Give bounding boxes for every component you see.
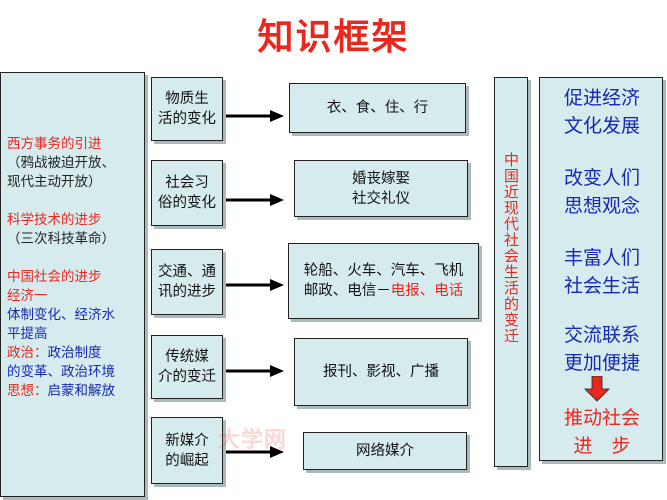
cause-line: 经济一 — [7, 288, 48, 304]
causes-panel: 西方事务的引进 （鸦战被迫开放、 现代主动开放） 科学技术的进步 （三次科技革命… — [0, 72, 145, 497]
cause-line: 体制变化、经济水 — [7, 307, 115, 323]
cause-line: （鸦战被迫开放、 — [7, 155, 115, 171]
cause-line: 西方事务的引进 — [7, 136, 102, 152]
right-arrow-icon — [226, 194, 284, 206]
cause-line: 政治：政治制度 — [7, 345, 102, 361]
right-arrow-icon — [226, 110, 284, 122]
category-transport-communication: 交通、通讯的进步 — [151, 249, 223, 315]
category-social-customs: 社会习俗的变化 — [151, 160, 223, 226]
category-traditional-media: 传统媒介的变迁 — [151, 335, 223, 399]
cause-line: 的变革、政治环境 — [7, 364, 115, 380]
down-arrow-icon — [584, 376, 610, 402]
watermark: 大学网 — [218, 428, 288, 453]
detail-new-media: 网络媒介 — [303, 432, 467, 470]
cause-line: （三次科技革命） — [7, 231, 115, 247]
right-arrow-icon — [226, 446, 284, 458]
effect-item: 促进经济文化发展 — [563, 87, 640, 137]
right-arrow-icon — [226, 279, 284, 291]
effect-item: 交流联系更加便捷 — [563, 324, 640, 374]
effect-item: 丰富人们社会生活 — [563, 247, 640, 297]
detail-material-life: 衣、食、住、行 — [289, 83, 466, 133]
detail-traditional-media: 报刊、影视、广播 — [294, 338, 468, 406]
detail-social-customs: 婚丧嫁娶 社交礼仪 — [294, 160, 468, 217]
effect-item: 改变人们思想观念 — [563, 167, 640, 217]
cause-line: 中国社会的进步 — [7, 269, 102, 285]
page-title: 知识框架 — [257, 16, 410, 58]
cause-line: 思想：启蒙和解放 — [7, 383, 115, 399]
central-theme-box: 中国近现代社会生活的变迁 — [494, 77, 528, 467]
right-arrow-icon — [226, 365, 284, 377]
category-new-media: 新媒介的崛起 — [151, 417, 223, 484]
cause-line: 平提高 — [7, 326, 48, 342]
cause-line: 科学技术的进步 — [7, 212, 102, 228]
effects-panel: 促进经济文化发展 改变人们思想观念 丰富人们社会生活 交流联系更加便捷 推动社会… — [539, 77, 663, 461]
detail-transport-communication: 轮船、火车、汽车、飞机 邮政、电信－电报、电话 — [288, 243, 479, 319]
effect-item-final: 推动社会进 步 — [563, 407, 640, 457]
category-material-life: 物质生活的变化 — [151, 77, 223, 141]
central-theme-label: 中国近现代社会生活的变迁 — [502, 152, 520, 344]
cause-line: 现代主动开放） — [7, 174, 102, 190]
